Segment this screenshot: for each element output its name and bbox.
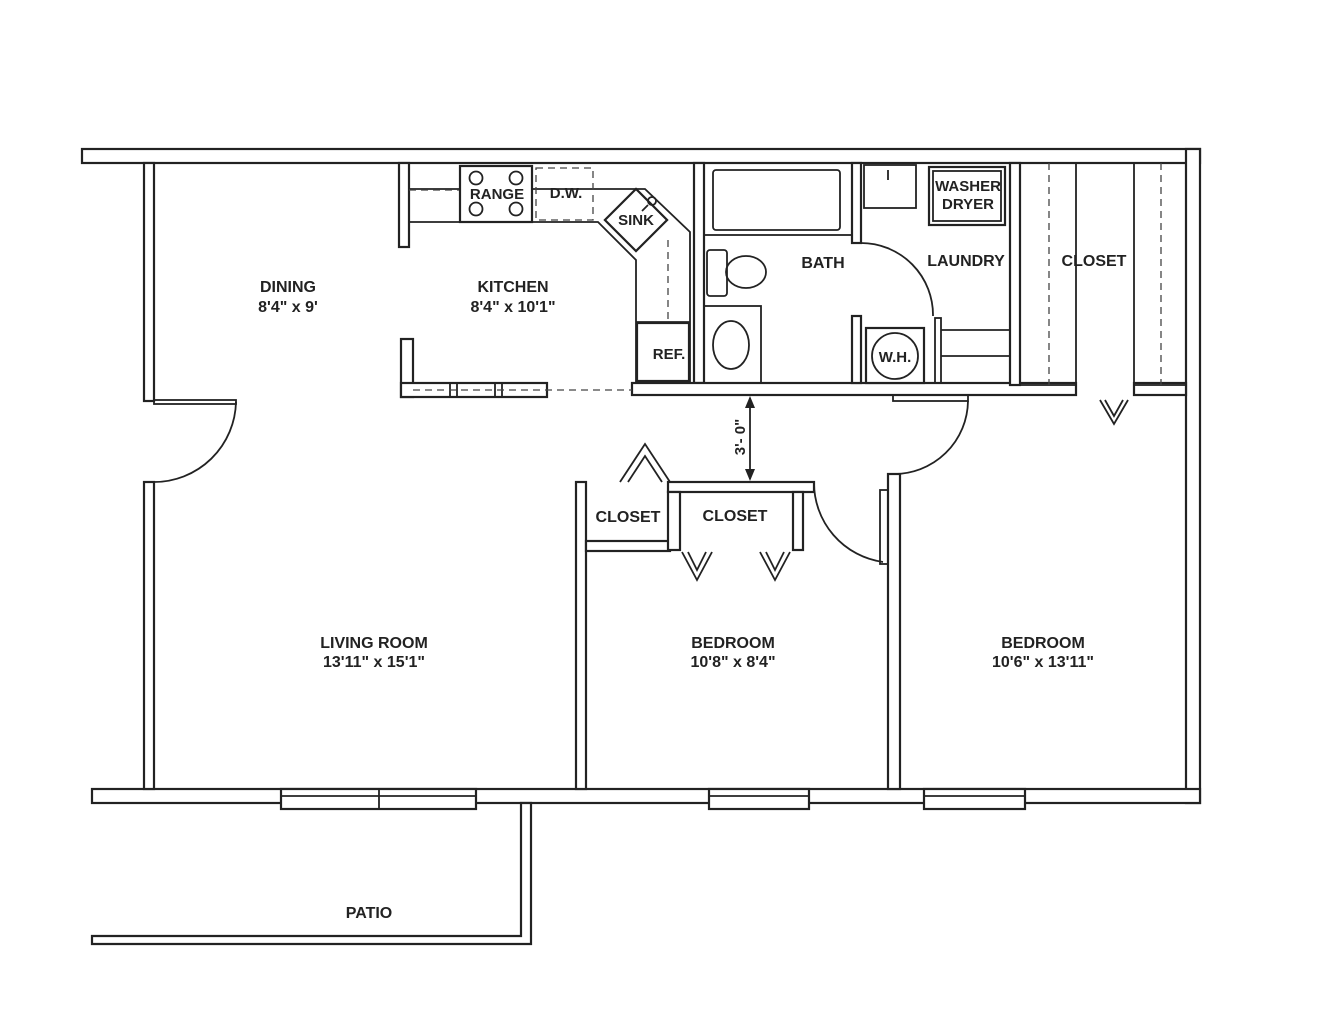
laundry-fixtures: [863, 164, 1007, 227]
washer-label: WASHER: [935, 178, 1001, 195]
dining-size: 8'4" x 9': [258, 299, 318, 316]
bath-fixtures: [703, 162, 1010, 385]
sink-fixture: [603, 187, 669, 253]
bedroom1-label: BEDROOM: [691, 635, 775, 652]
dishwasher-label: D.W.: [550, 185, 583, 202]
mid-closet-label: CLOSET: [703, 508, 768, 525]
right-closet-label: CLOSET: [1062, 253, 1127, 270]
living-room-size: 13'11" x 15'1": [323, 654, 425, 671]
laundry-label: LAUNDRY: [927, 253, 1005, 270]
mid-closet-doors: [681, 551, 791, 582]
bedroom1-door: [813, 481, 884, 563]
range-fixture: [458, 164, 534, 224]
water-heater-fixture: [864, 326, 926, 385]
dishwasher-fixture: [535, 167, 594, 221]
patio-outline: [90, 801, 533, 946]
bedroom2-size: 10'6" x 13'11": [992, 654, 1094, 671]
windows: [279, 787, 1027, 811]
water-heater-label: W.H.: [879, 349, 912, 366]
kitchen-label: KITCHEN: [477, 279, 548, 296]
dryer-label: DRYER: [942, 196, 994, 213]
bedroom2-label: BEDROOM: [1001, 635, 1085, 652]
bedroom2-door: [892, 394, 969, 475]
dining-label: DINING: [260, 279, 316, 296]
range-label: RANGE: [470, 186, 524, 203]
bath-label: BATH: [801, 255, 844, 272]
refrigerator-fixture: [635, 321, 691, 383]
right-closet: [1019, 162, 1187, 426]
dimension-line: [745, 396, 755, 481]
interior-walls: [397, 161, 1188, 791]
small-closet-door: [619, 442, 671, 483]
patio-label: PATIO: [346, 905, 393, 922]
entry-door: [153, 399, 237, 483]
kitchen-size: 8'4" x 10'1": [470, 299, 555, 316]
refrigerator-label: REF.: [653, 346, 686, 363]
living-room-label: LIVING ROOM: [320, 635, 428, 652]
sink-label: SINK: [618, 212, 654, 229]
dimension-label: 3'- 0": [732, 419, 749, 456]
small-closet-label: CLOSET: [596, 509, 661, 526]
bedroom1-size: 10'8" x 8'4": [690, 654, 775, 671]
